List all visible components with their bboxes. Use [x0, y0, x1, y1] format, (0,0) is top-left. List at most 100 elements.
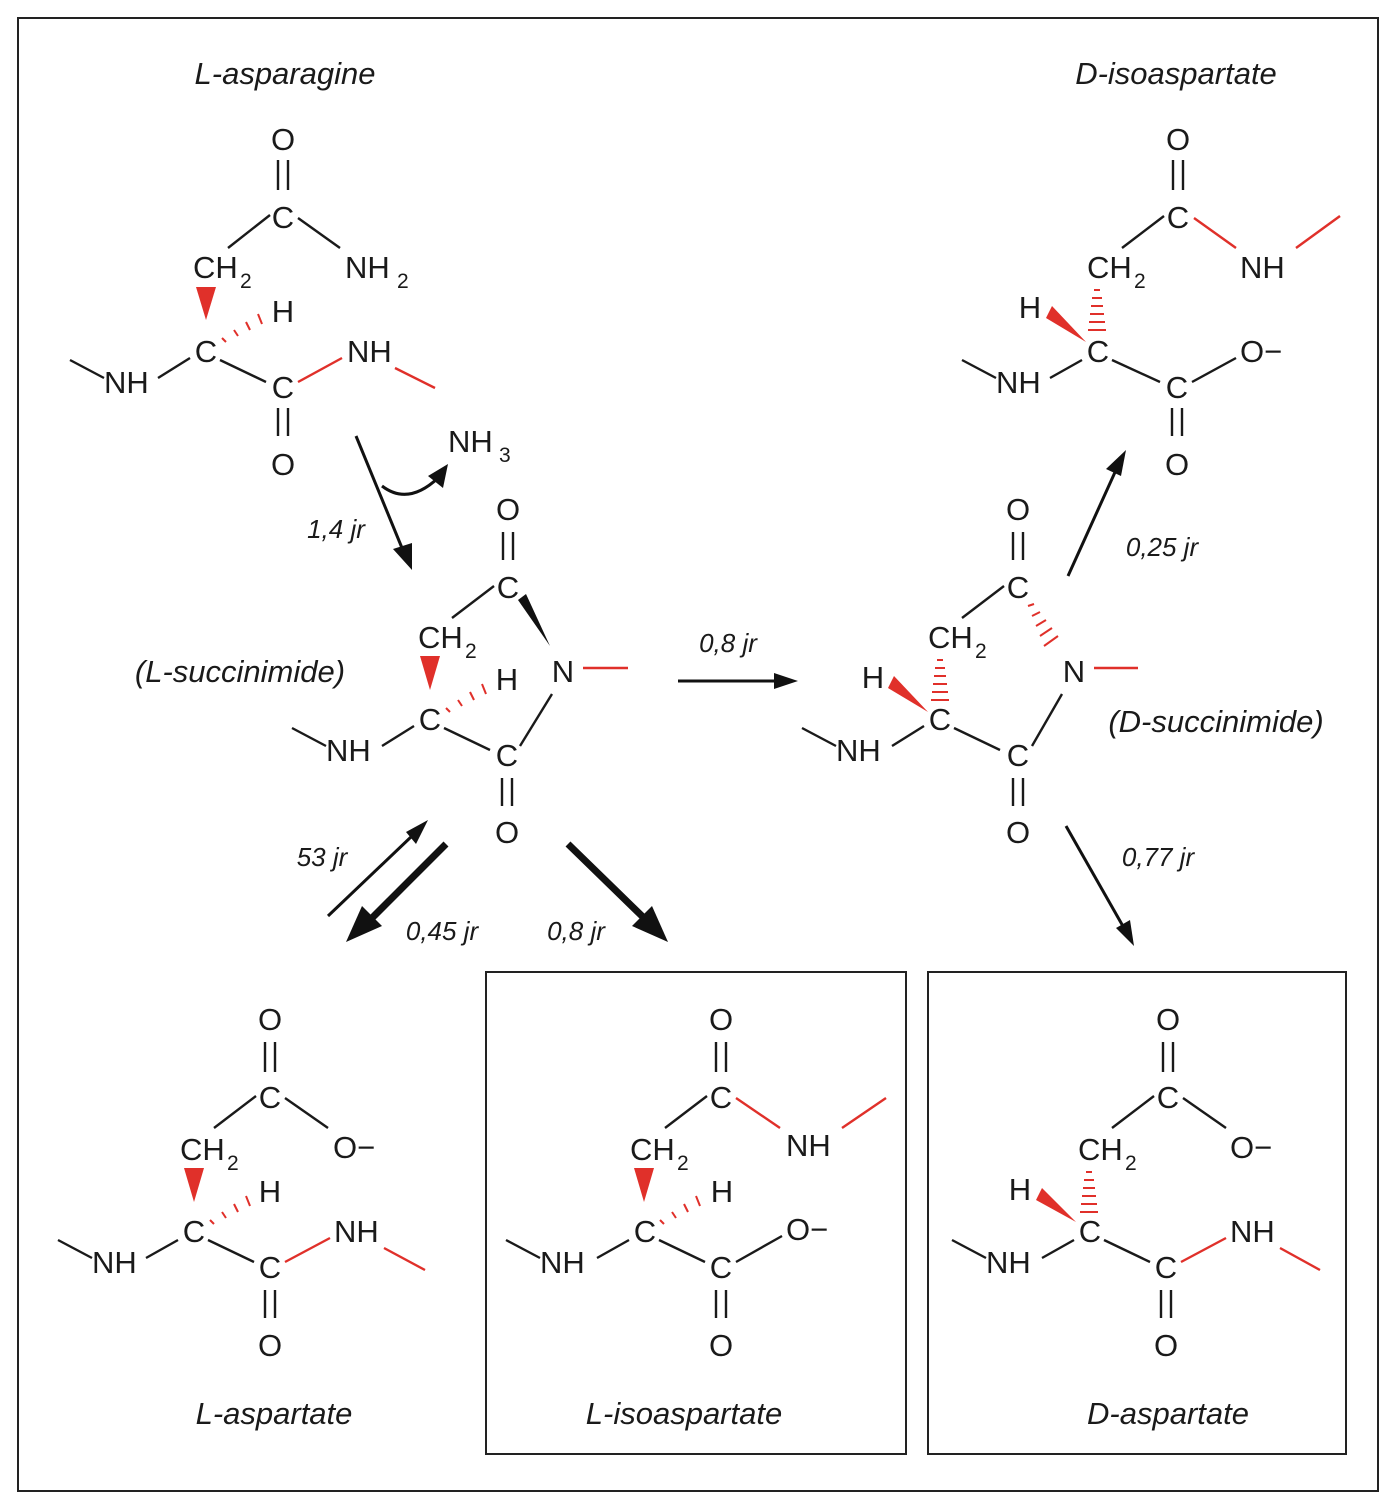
- atom-c: C: [259, 1080, 281, 1115]
- atom-h: H: [259, 1174, 281, 1209]
- atom-sub: 2: [240, 270, 252, 293]
- aspartate-to-succinimide-arrow: [326, 820, 428, 918]
- atom-o: O: [271, 447, 295, 482]
- atom-sub: 2: [677, 1152, 689, 1175]
- atom-o: O: [1154, 1328, 1178, 1363]
- l-to-aspartate-arrow: [346, 841, 449, 942]
- atom-o: O: [258, 1002, 282, 1037]
- atom-c: C: [1167, 200, 1189, 235]
- atom-c: C: [1007, 738, 1029, 773]
- name-d-succinimide: (D-succinimide): [1108, 704, 1323, 739]
- name-l-succinimide: (L-succinimide): [135, 654, 345, 689]
- atom-o: O: [496, 492, 520, 527]
- name-l-isoaspartate: L-isoaspartate: [586, 1396, 782, 1431]
- atom-o: O: [258, 1328, 282, 1363]
- rate-d-to-isoaspartate: 0,25 jr: [1126, 532, 1200, 562]
- atom-c: C: [496, 738, 518, 773]
- atom-c: C: [1166, 370, 1188, 405]
- atom-sub: 2: [975, 640, 987, 663]
- racemization-arrow: [678, 673, 798, 689]
- ammonia-label: NH: [448, 424, 493, 459]
- atom-c: C: [419, 702, 441, 737]
- atom-h: H: [1019, 290, 1041, 325]
- atom-c: C: [272, 200, 294, 235]
- rate-l-to-isoaspartate: 0,8 jr: [547, 916, 606, 946]
- atom-o: O: [709, 1328, 733, 1363]
- l-succinimide-structure: O C CH 2 H N C NH C O: [291, 492, 628, 850]
- atom-nh: NH: [996, 365, 1041, 400]
- atom-o-minus: O−: [333, 1130, 375, 1165]
- atom-h: H: [1009, 1172, 1031, 1207]
- atom-sub: 2: [227, 1152, 239, 1175]
- atom-c: C: [272, 370, 294, 405]
- atom-nh: NH: [836, 733, 881, 768]
- name-d-aspartate: D-aspartate: [1087, 1396, 1249, 1431]
- l-to-isoaspartate-arrow: [565, 841, 668, 942]
- atom-n: N: [1063, 654, 1085, 689]
- atom-o: O: [495, 815, 519, 850]
- atom-nh: NH: [540, 1245, 585, 1280]
- d-to-isoaspartate-arrow: [1066, 450, 1126, 577]
- atom-c: C: [634, 1214, 656, 1249]
- l-isoaspartate-box: [485, 971, 907, 1455]
- d-to-aspartate-arrow: [1064, 825, 1134, 946]
- atom-o: O: [1166, 122, 1190, 157]
- atom-c: C: [497, 570, 519, 605]
- atom-ch: CH: [928, 620, 973, 655]
- atom-nh: NH: [326, 733, 371, 768]
- atom-o: O: [709, 1002, 733, 1037]
- atom-ch: CH: [193, 250, 238, 285]
- atom-ch: CH: [418, 620, 463, 655]
- atom-nh: NH: [345, 250, 390, 285]
- atom-c: C: [710, 1080, 732, 1115]
- l-isoaspartate-structure: O C NH CH 2 H C NH C O− O: [505, 1002, 887, 1363]
- atom-h: H: [496, 662, 518, 697]
- d-succinimide-structure: O C CH 2 H N C NH C O: [801, 492, 1138, 850]
- atom-nh: NH: [92, 1245, 137, 1280]
- outer-frame: [17, 17, 1379, 1492]
- atom-h: H: [711, 1174, 733, 1209]
- atom-c: C: [1079, 1214, 1101, 1249]
- atom-ch: CH: [1087, 250, 1132, 285]
- atom-o-minus: O−: [786, 1212, 828, 1247]
- atom-o-minus: O−: [1230, 1130, 1272, 1165]
- atom-o: O: [1156, 1002, 1180, 1037]
- rate-aspartate-to-succinimide: 53 jr: [297, 842, 349, 872]
- atom-c: C: [1157, 1080, 1179, 1115]
- l-asparagine-structure: O C NH 2 CH 2 H C NH C NH O: [69, 122, 436, 482]
- atom-nh: NH: [104, 365, 149, 400]
- rate-deamidation: 1,4 jr: [307, 514, 366, 544]
- atom-c: C: [929, 702, 951, 737]
- rate-d-to-aspartate: 0,77 jr: [1122, 842, 1196, 872]
- atom-nh: NH: [334, 1214, 379, 1249]
- atom-o: O: [271, 122, 295, 157]
- atom-sub: 2: [1125, 1152, 1137, 1175]
- atom-n: N: [552, 654, 574, 689]
- rate-l-to-aspartate: 0,45 jr: [406, 916, 480, 946]
- atom-nh: NH: [1230, 1214, 1275, 1249]
- d-aspartate-box: [927, 971, 1347, 1455]
- name-l-asparagine: L-asparagine: [195, 56, 376, 91]
- atom-h: H: [272, 294, 294, 329]
- atom-nh: NH: [786, 1128, 831, 1163]
- atom-nh: NH: [1240, 250, 1285, 285]
- atom-ch: CH: [180, 1132, 225, 1167]
- d-aspartate-structure: O C O− CH 2 H C NH C NH O: [951, 1002, 1321, 1363]
- atom-c: C: [1155, 1250, 1177, 1285]
- atom-c: C: [195, 334, 217, 369]
- atom-o-minus: O−: [1240, 334, 1282, 369]
- atom-sub: 2: [465, 640, 477, 663]
- name-l-aspartate: L-aspartate: [196, 1396, 353, 1431]
- name-d-isoaspartate: D-isoaspartate: [1075, 56, 1277, 91]
- l-aspartate-structure: O C O− CH 2 H C NH C NH O: [57, 1002, 426, 1363]
- ammonia-subscript: 3: [499, 444, 511, 467]
- atom-c: C: [710, 1250, 732, 1285]
- atom-sub: 2: [1134, 270, 1146, 293]
- atom-c: C: [259, 1250, 281, 1285]
- atom-nh: NH: [347, 334, 392, 369]
- atom-c: C: [1007, 570, 1029, 605]
- d-isoaspartate-structure: O C NH CH 2 H C NH C O− O: [961, 122, 1341, 482]
- atom-o: O: [1165, 447, 1189, 482]
- atom-ch: CH: [1078, 1132, 1123, 1167]
